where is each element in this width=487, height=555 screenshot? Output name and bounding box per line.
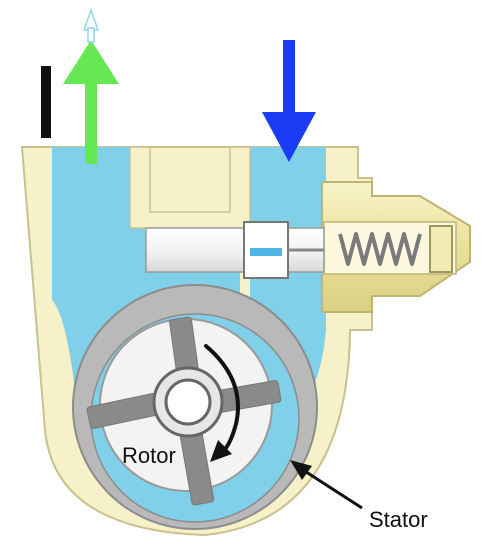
inlet-arrow-head [262,112,316,162]
outlet-arrow-head [63,40,119,84]
rotor-label: Rotor [122,443,176,468]
outlet-arrow-tip-stem [87,27,95,43]
rotation-arrowhead [210,440,232,462]
outlet-arrow-shaft [85,82,97,164]
outlet-arrow-tip [82,7,100,31]
stator-label: Stator [369,507,428,532]
stator-pointer-head [290,460,312,480]
valve-cap [429,225,453,273]
inlet-arrow-shaft [283,40,295,118]
valve-port [250,248,282,256]
stator-pointer [299,466,363,510]
arrow-down-icon [262,40,316,162]
indicator-bar [41,66,51,138]
arrow-up-icon [63,7,119,164]
rotation-arrow-icon [204,344,240,454]
valve-spring [338,232,422,266]
rotor-hub-inner [164,378,212,426]
